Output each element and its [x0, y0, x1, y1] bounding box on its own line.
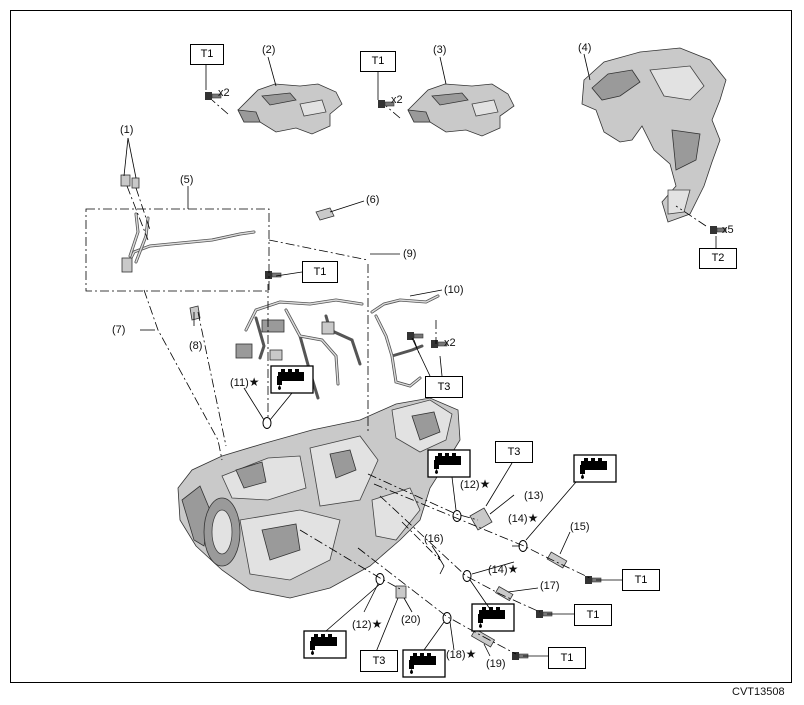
star-mark: ★	[527, 511, 539, 525]
callout-14-upper: (14)★	[508, 511, 539, 525]
callout-13: (13)	[524, 490, 544, 502]
torque-label-t1: T1	[360, 51, 396, 72]
callout-4: (4)	[578, 42, 592, 54]
part-17-plug	[495, 585, 514, 602]
o-ring-11	[262, 417, 272, 429]
part-3-cover	[407, 83, 515, 137]
part-19-plug	[470, 628, 496, 648]
callout-8: (8)	[189, 340, 203, 352]
quantity-label: x2	[444, 337, 456, 349]
quantity-label: x5	[722, 224, 734, 236]
pipe-group-outline	[85, 208, 270, 292]
callout-16: (16)	[424, 533, 444, 545]
quantity-label: x2	[218, 87, 230, 99]
part-6-clip	[315, 207, 335, 221]
part-20-plug	[395, 585, 407, 599]
callout-12-lower: (12)★	[352, 617, 383, 631]
fluid-application-icon	[402, 649, 446, 678]
star-mark: ★	[479, 477, 491, 491]
leader-lines	[123, 53, 717, 657]
bolt-icon	[264, 270, 282, 280]
star-mark: ★	[507, 562, 519, 576]
part-16-clip	[437, 555, 445, 575]
assembly-lines	[126, 99, 707, 655]
torque-label-t3: T3	[425, 376, 463, 398]
part-1-clip	[120, 174, 140, 189]
torque-label-t1: T1	[190, 44, 224, 65]
o-ring-12-lower	[375, 573, 385, 585]
torque-label-t1: T1	[302, 261, 338, 283]
o-ring-14-lower	[462, 570, 472, 582]
callout-15: (15)	[570, 521, 590, 533]
diagram-frame	[10, 10, 792, 683]
callout-5: (5)	[180, 174, 194, 186]
callout-3: (3)	[433, 44, 447, 56]
callout-1: (1)	[120, 124, 134, 136]
callout-14-lower: (14)★	[488, 562, 519, 576]
part-15-plug	[546, 551, 568, 569]
callout-17: (17)	[540, 580, 560, 592]
fluid-application-icon	[303, 630, 347, 659]
part-13-sensor	[469, 507, 493, 531]
callout-9: (9)	[403, 248, 417, 260]
star-mark: ★	[465, 647, 477, 661]
part-5-pipe	[121, 212, 256, 273]
part-2-cover	[237, 83, 343, 135]
torque-label-t2: T2	[699, 248, 737, 269]
torque-label-t1: T1	[548, 647, 586, 669]
callout-11: (11)★	[230, 375, 260, 389]
callout-20: (20)	[401, 614, 421, 626]
star-mark: ★	[248, 375, 260, 389]
callout-18: (18)★	[446, 647, 477, 661]
transmission-assembly	[177, 397, 461, 599]
fluid-application-icon	[471, 603, 515, 632]
callout-2: (2)	[262, 44, 276, 56]
torque-label-t3: T3	[360, 650, 398, 672]
part-4-heat-shield	[581, 47, 727, 223]
torque-label-t3: T3	[495, 441, 533, 463]
callout-12-upper: (12)★	[460, 477, 491, 491]
torque-label-t1: T1	[574, 604, 612, 626]
callout-10: (10)	[444, 284, 464, 296]
figure-code: CVT13508	[732, 686, 785, 698]
star-mark: ★	[371, 617, 383, 631]
callout-19: (19)	[486, 658, 506, 670]
torque-label-t1: T1	[622, 569, 660, 591]
bolt-icon	[406, 331, 424, 341]
fluid-application-icon	[270, 365, 314, 394]
callout-7: (7)	[112, 324, 126, 336]
quantity-label: x2	[391, 94, 403, 106]
fluid-application-icon	[427, 449, 471, 478]
part-10-harness	[370, 294, 440, 388]
part-8-clip	[189, 305, 201, 321]
fluid-application-icon	[573, 454, 617, 483]
callout-6: (6)	[366, 194, 380, 206]
